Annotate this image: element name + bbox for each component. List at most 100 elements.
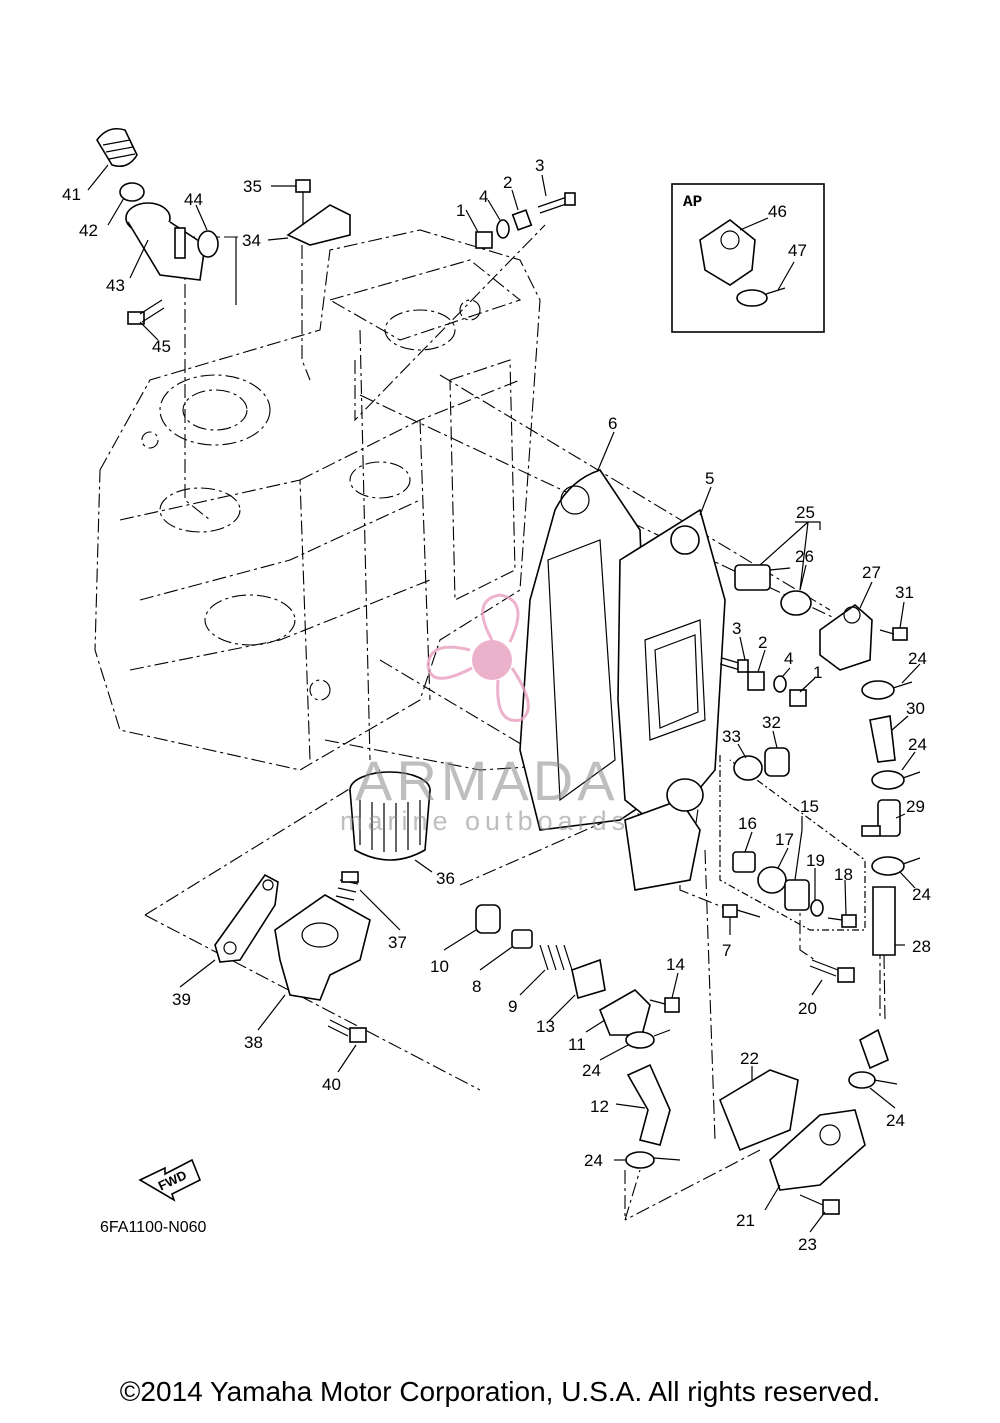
callout-35: 35 [243,177,262,196]
part-45-bolt [127,299,165,325]
part-24-clamp-2 [871,770,921,790]
callout-45: 45 [152,337,171,356]
part-44-o-ring [197,230,219,258]
callout-15: 15 [800,797,819,816]
callout-24e: 24 [584,1151,603,1170]
part-7-bolt [722,904,761,918]
part-18-bolt [827,914,857,928]
callout-6: 6 [608,414,617,433]
part-38-oil-filter-bracket [274,894,371,1001]
callout-24a: 24 [908,649,927,668]
part-1-plug-top [475,231,493,249]
cylinder-block-outline [94,229,541,771]
ap-inset-label: AP [683,193,702,211]
callout-38: 38 [244,1033,263,1052]
part-1-plug-right [789,689,807,707]
callout-5: 5 [705,469,714,488]
part-12-hose [626,1063,671,1146]
watermark-name: ARMADA [355,749,619,812]
callout-27: 27 [862,563,881,582]
callout-9: 9 [508,997,517,1016]
part-42-o-ring [119,182,145,202]
part-10-seal [475,904,501,934]
part-47-clamp-ap [736,287,786,307]
callout-11: 11 [568,1035,586,1054]
callout-19: 19 [806,851,825,870]
callout-30: 30 [906,699,925,718]
part-26-gasket [780,590,812,616]
part-27-housing [819,603,873,671]
callout-leaders [87,164,921,1233]
part-shapes [96,127,921,1215]
callout-43: 43 [106,276,125,295]
part-40-bolt [327,1019,367,1043]
part-15-valve-body [784,879,810,911]
part-36-oil-filter [349,771,431,861]
part-9-spring [539,944,573,971]
copyright-notice: ©2014 Yamaha Motor Corporation, U.S.A. A… [119,1376,881,1407]
part-35-bolt [295,179,311,225]
callout-41: 41 [62,185,81,204]
callout-24c: 24 [912,885,931,904]
part-22-gasket [719,1069,799,1152]
part-8-valve [511,929,533,949]
callout-2b: 2 [758,633,767,652]
callout-25: 25 [796,503,815,522]
callout-26: 26 [795,547,814,566]
part-24-clamp-4 [625,1029,671,1049]
callout-40: 40 [322,1075,341,1094]
callout-24f: 24 [886,1111,905,1130]
callout-22: 22 [740,1049,759,1068]
callout-31: 31 [895,583,914,602]
callout-2: 2 [503,173,512,192]
callout-8: 8 [472,977,481,996]
callout-17: 17 [775,830,794,849]
ap-inset-frame [671,183,825,333]
callout-14: 14 [666,955,685,974]
callout-32: 32 [762,713,781,732]
callout-47: 47 [788,241,807,260]
callout-numbers: 1 2 3 4 1 2 3 4 5 6 7 8 9 10 11 12 13 14… [62,156,931,1254]
part-32-plug [764,747,790,777]
part-19-washer [810,899,824,917]
callout-20: 20 [798,999,817,1018]
part-24-clamp-3 [871,856,921,876]
part-11-cover [598,989,651,1036]
part-4-washer-right [773,675,787,693]
callout-3b: 3 [732,619,741,638]
part-20-bolt [809,959,855,983]
part-cover-seal [666,778,704,812]
part-33-seal [733,755,763,781]
part-23-bolt [799,1194,840,1215]
part-43-filler-neck [125,202,206,281]
part-25-thermostat [734,564,791,591]
part-41-cap [96,127,138,168]
part-3-bolt-top [537,192,576,214]
callout-4: 4 [479,187,488,206]
callout-23: 23 [798,1235,817,1254]
callout-21: 21 [736,1211,755,1230]
callout-24d: 24 [582,1061,601,1080]
callout-3: 3 [535,156,544,175]
callout-34: 34 [242,231,261,250]
callout-28: 28 [912,937,931,956]
part-16-valve [732,851,756,873]
callout-36: 36 [436,869,455,888]
callout-13: 13 [536,1017,555,1036]
part-24-clamp-1 [861,680,913,700]
part-cover-lower-plate [624,799,701,891]
armada-logo-propeller [426,593,530,722]
part-13-gasket [571,958,606,1000]
part-24-clamp-5 [625,1151,681,1169]
callout-7: 7 [722,941,731,960]
part-29-joint [861,799,901,837]
armada-watermark: ARMADA marine outboards [340,593,625,836]
part-6-gasket [519,469,651,831]
callout-1: 1 [456,201,465,220]
part-34-bracket [286,204,351,246]
callout-24b: 24 [908,735,927,754]
callout-33: 33 [722,727,741,746]
part-2-collar-top [511,209,533,231]
part-4-washer-top [496,219,510,239]
